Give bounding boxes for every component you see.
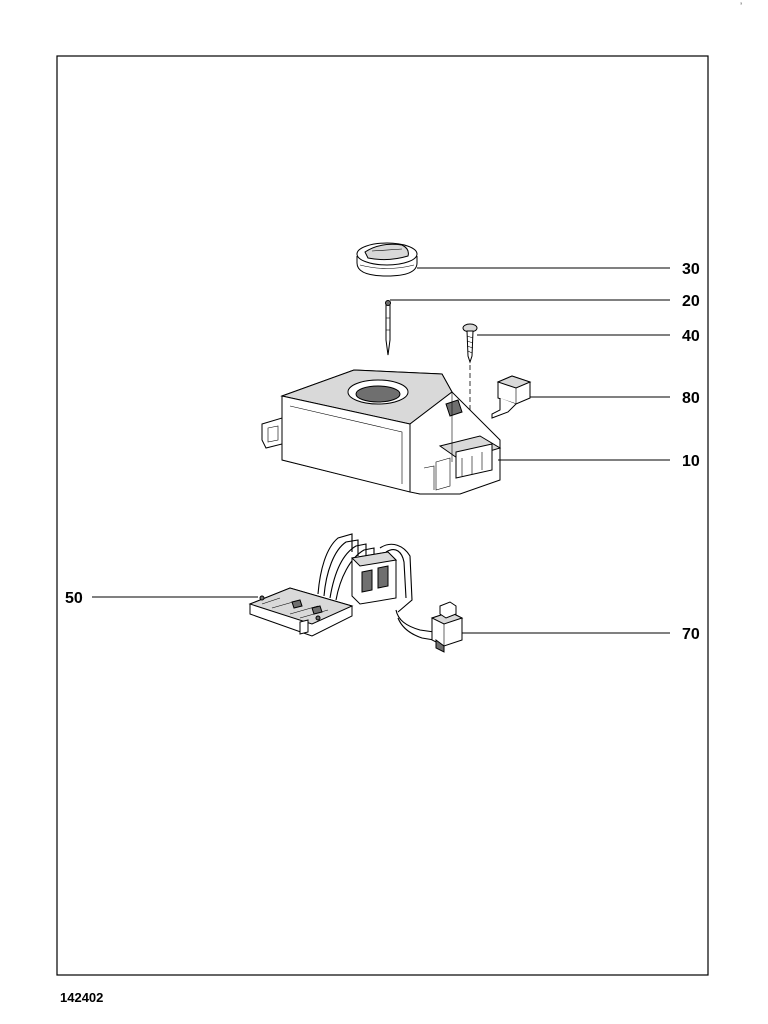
drawing-number: 142402 <box>60 990 104 1005</box>
callout-40: 40 <box>682 328 700 345</box>
part-20-shaft-pin <box>385 300 391 356</box>
drawing-frame <box>56 55 709 976</box>
part-40-screw <box>462 323 478 440</box>
part-10-housing-cover <box>261 369 502 495</box>
part-50-circuit-board <box>248 533 435 641</box>
callout-20: 20 <box>682 293 700 310</box>
part-70-switch-connector <box>430 601 464 653</box>
part-30-knob-cap <box>356 242 418 277</box>
callout-labels: 30 20 40 80 10 50 70 <box>65 261 700 643</box>
callout-10: 10 <box>682 453 700 470</box>
leader-lines <box>92 267 670 634</box>
callout-70: 70 <box>682 626 700 643</box>
callout-30: 30 <box>682 261 700 278</box>
part-80-clip-bracket <box>491 375 532 419</box>
corner-mark: ʼ <box>740 2 743 13</box>
callout-80: 80 <box>682 390 700 407</box>
callout-50: 50 <box>65 590 83 607</box>
